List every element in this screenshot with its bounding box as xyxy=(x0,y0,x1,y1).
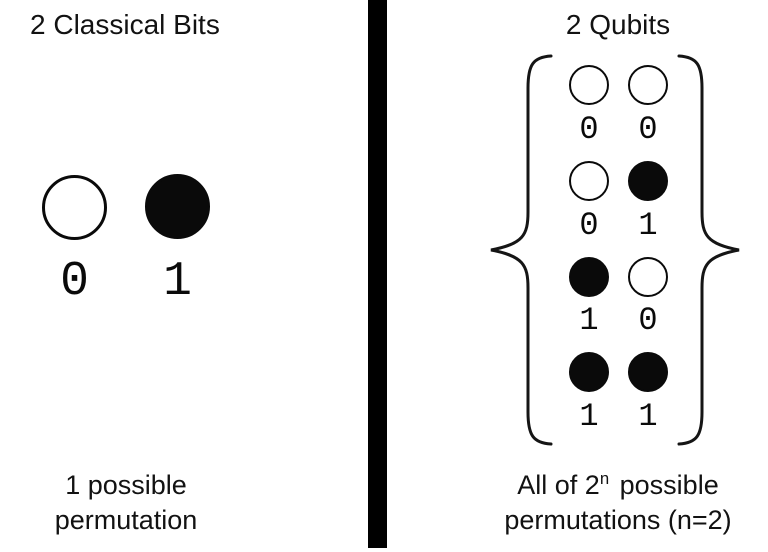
qubit-row-00 xyxy=(569,65,668,105)
qubit-11-circle-b xyxy=(628,352,668,392)
qubits-title: 2 Qubits xyxy=(565,9,671,40)
caption-exponent-n: n xyxy=(599,469,610,488)
caption-possible: possible xyxy=(612,470,719,500)
classical-caption-line1: 1 possible xyxy=(65,470,187,500)
qubit-10-circle-b xyxy=(628,257,668,297)
classical-bit-0-circle xyxy=(42,175,107,240)
qubit-10-circle-a xyxy=(569,257,609,297)
qubit-01-circle-b xyxy=(628,161,668,201)
right-curly-brace xyxy=(677,54,740,446)
qubit-00-label-b: 0 xyxy=(638,111,658,148)
qubit-11-label-a: 1 xyxy=(579,398,599,435)
left-curly-brace xyxy=(490,54,553,446)
qubit-row-00-labels: 0 0 xyxy=(569,112,668,148)
qubit-row-10-labels: 1 0 xyxy=(569,303,668,339)
qubit-11-label-b: 1 xyxy=(638,398,658,435)
classical-bit-1-label: 1 xyxy=(163,255,192,309)
classical-caption: 1 possible permutation xyxy=(16,468,236,538)
qubits-caption-line2: permutations (n=2) xyxy=(504,505,732,535)
qubit-00-circle-b xyxy=(628,65,668,105)
classical-bit-1-circle xyxy=(145,174,210,239)
classical-caption-line2: permutation xyxy=(54,505,198,535)
qubit-10-label-b: 0 xyxy=(638,302,658,339)
qubit-01-label-a: 0 xyxy=(579,207,599,244)
classical-bit-0-label: 0 xyxy=(60,255,89,309)
panel-divider xyxy=(368,0,387,548)
qubit-00-circle-a xyxy=(569,65,609,105)
classical-bits-title: 2 Classical Bits xyxy=(30,9,220,40)
qubit-10-label-a: 1 xyxy=(579,302,599,339)
qubit-01-label-b: 1 xyxy=(638,207,658,244)
qubit-row-11-labels: 1 1 xyxy=(569,399,668,435)
qubit-row-11 xyxy=(569,352,668,392)
qubit-11-circle-a xyxy=(569,352,609,392)
qubit-00-label-a: 0 xyxy=(579,111,599,148)
qubit-01-circle-a xyxy=(569,161,609,201)
caption-2-base: All of 2 xyxy=(517,470,600,500)
qubits-caption-line1: All of 2n possible xyxy=(493,468,743,503)
qubit-row-01-labels: 0 1 xyxy=(569,208,668,244)
qubits-caption: All of 2n possible permutations (n=2) xyxy=(493,468,743,538)
qubit-row-10 xyxy=(569,257,668,297)
qubit-row-01 xyxy=(569,161,668,201)
